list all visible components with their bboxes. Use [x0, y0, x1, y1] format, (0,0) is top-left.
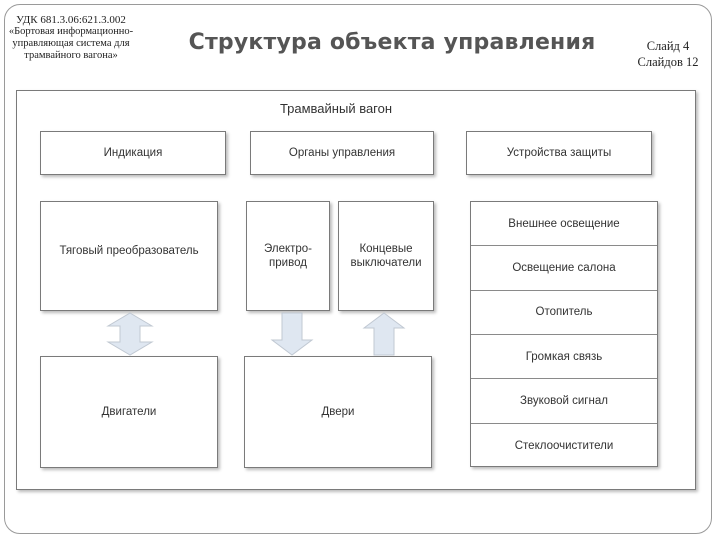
down-arrow-icon	[270, 312, 314, 356]
slide-counter: Слайд 4 Слайдов 12	[612, 38, 720, 70]
list-item: Стеклоочистители	[514, 439, 614, 452]
udk-code: УДК 681.3.06:621.3.002	[16, 14, 126, 26]
subsystems-list: Внешнее освещение Освещение салона Отопи…	[470, 201, 658, 467]
electric-drive-box: Электро- привод	[246, 201, 330, 311]
tram-car-container	[16, 90, 696, 490]
slide-frame	[4, 4, 712, 534]
list-item: Громкая связь	[471, 335, 657, 380]
list-item: Отопитель	[471, 291, 657, 335]
udk-title: «Бортовая информационно-управляющая сист…	[8, 26, 134, 61]
indication-box: Индикация	[40, 131, 226, 175]
doors-box: Двери	[244, 356, 432, 468]
protection-devices-box: Устройства защиты	[466, 131, 652, 175]
list-item: Освещение салона	[471, 246, 657, 291]
slides-total: Слайдов 12	[637, 55, 699, 69]
motors-box: Двигатели	[40, 356, 218, 468]
tram-car-label: Трамвайный вагон	[279, 101, 393, 116]
controls-box: Органы управления	[250, 131, 434, 175]
bidirectional-arrow-icon	[106, 312, 154, 356]
list-item: Внешнее освещение	[471, 202, 657, 247]
udk-block: УДК 681.3.06:621.3.002 «Бортовая информа…	[4, 14, 138, 62]
limit-switches-box: Концевые выключатели	[338, 201, 434, 311]
slide-number: Слайд 4	[646, 39, 690, 53]
up-arrow-icon	[362, 312, 406, 356]
list-item: Звуковой сигнал	[471, 379, 657, 424]
slide-title: Структура объекта управления	[188, 30, 596, 55]
traction-converter-box: Тяговый преобразователь	[40, 201, 218, 311]
